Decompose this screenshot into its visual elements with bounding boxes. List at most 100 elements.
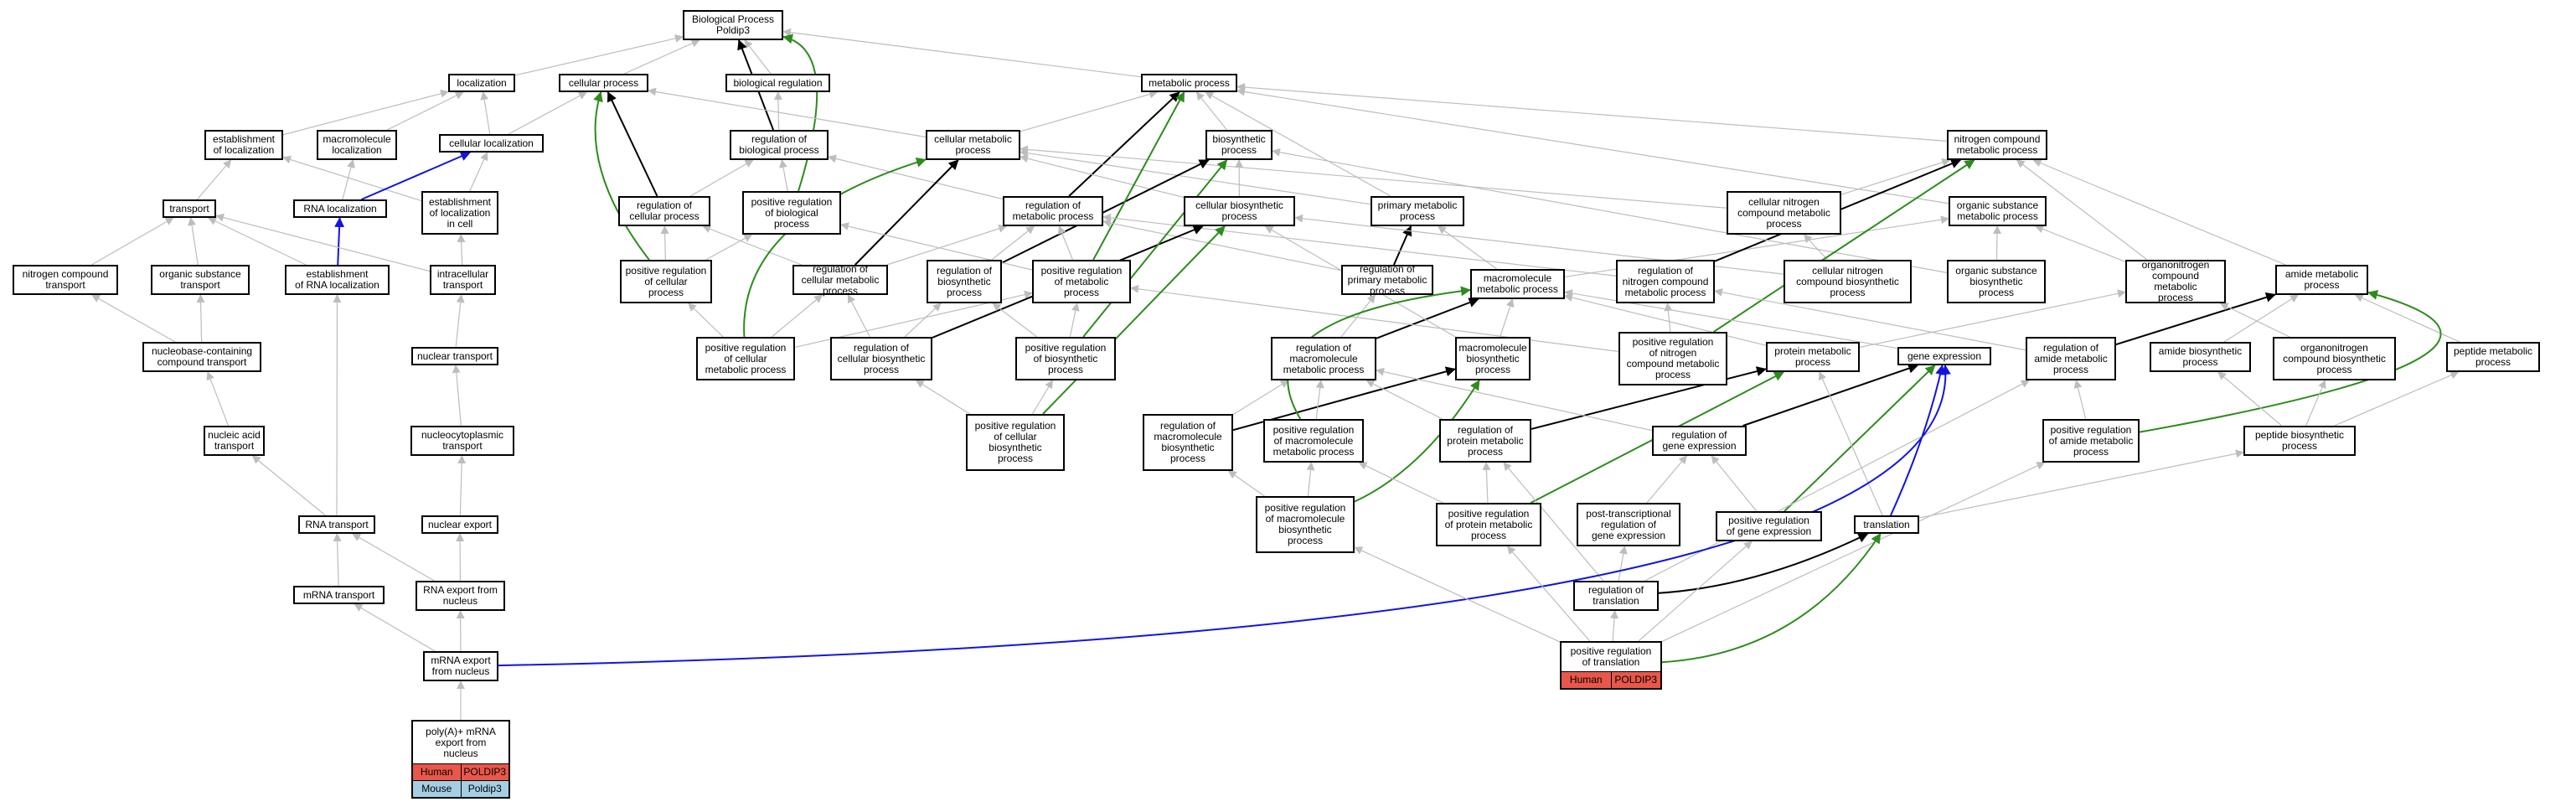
go-term-node[interactable]: establishment of localization <box>204 130 283 160</box>
go-term-node[interactable]: regulation of cellular biosynthetic proc… <box>830 337 932 380</box>
edge-default <box>2217 371 2283 427</box>
go-term-node[interactable]: Biological Process Poldip3 <box>683 10 783 40</box>
go-term-node[interactable]: nitrogen compound metabolic process <box>1947 130 2047 160</box>
go-term-node[interactable]: organonitrogen compound biosynthetic pro… <box>2273 337 2396 380</box>
edge-default <box>91 294 176 343</box>
edge-default <box>1020 90 1159 132</box>
go-term-node[interactable]: macromolecule biosynthetic process <box>1455 337 1531 380</box>
go-term-node[interactable]: nucleobase-containing compound transport <box>142 342 261 372</box>
go-term-node[interactable]: peptide biosynthetic process <box>2243 426 2356 456</box>
go-term-node[interactable]: RNA transport <box>298 515 375 534</box>
go-term-node[interactable]: positive regulation of nitrogen compound… <box>1618 332 1727 385</box>
go-term-node[interactable]: biological regulation <box>725 74 830 92</box>
edge-default <box>1803 234 1828 261</box>
go-term-node[interactable]: gene expression <box>1897 347 1991 365</box>
edge-default <box>1918 449 2244 519</box>
go-term-node[interactable]: RNA localization <box>293 199 387 218</box>
go-term-node[interactable]: establishment of localization in cell <box>421 191 498 235</box>
go-term-node[interactable]: positive regulation of cellular metaboli… <box>696 337 795 380</box>
go-term-node[interactable]: post-transcriptional regulation of gene … <box>1577 503 1680 546</box>
edge-default <box>480 91 491 135</box>
go-term-node[interactable]: regulation of biosynthetic process <box>927 260 1002 303</box>
go-term-node[interactable]: regulation of primary metabolic process <box>1341 263 1433 296</box>
go-term-node[interactable]: transport <box>163 199 216 218</box>
go-term-node[interactable]: amide metabolic process <box>2275 265 2368 295</box>
go-term-node[interactable]: positive regulation of biological proces… <box>742 191 841 235</box>
go-term-node[interactable]: nuclear export <box>421 515 498 534</box>
edge-default <box>354 603 436 652</box>
go-term-node[interactable]: organic substance biosynthetic process <box>1947 260 2046 303</box>
go-term-node[interactable]: mRNA export from nucleus <box>423 651 498 681</box>
go-term-node[interactable]: RNA export from nucleus <box>416 581 505 611</box>
go-term-node[interactable]: positive regulation of biosynthetic proc… <box>1015 337 1116 380</box>
go-term-node[interactable]: establishment of RNA localization <box>285 265 390 295</box>
go-term-node[interactable]: regulation of metabolic process <box>1003 196 1103 226</box>
go-term-node[interactable]: nuclear transport <box>411 347 498 365</box>
go-term-node[interactable]: intracellular transport <box>430 265 496 295</box>
go-term-node[interactable]: positive regulation of metabolic process <box>1032 260 1131 303</box>
go-term-node[interactable]: nucleocytoplasmic transport <box>410 426 514 456</box>
edge-default <box>688 303 724 338</box>
edge-default <box>282 155 422 202</box>
go-term-node[interactable]: positive regulation of cellular process <box>620 260 712 303</box>
go-term-node[interactable]: primary metabolic process <box>1371 196 1464 226</box>
go-term-node[interactable]: positive regulation of macromolecule bio… <box>1256 496 1355 553</box>
go-term-node[interactable]: regulation of macromolecule metabolic pr… <box>1271 337 1376 380</box>
go-term-node[interactable]: cellular nitrogen compound biosynthetic … <box>1784 260 1912 303</box>
edge-default <box>1711 455 1758 512</box>
edge-default <box>452 365 462 427</box>
go-term-node[interactable]: positive regulation of cellular biosynth… <box>966 414 1065 471</box>
go-term-node[interactable]: positive regulation of gene expression <box>1716 511 1822 541</box>
edge-green <box>1713 159 1975 333</box>
go-term-node[interactable]: metabolic process <box>1141 74 1237 92</box>
go-term-node[interactable]: amide biosynthetic process <box>2150 342 2251 372</box>
go-term-node[interactable]: positive regulation of amide metabolic p… <box>2042 419 2140 463</box>
edge-blue <box>361 151 471 200</box>
edge-default <box>648 87 927 138</box>
go-term-node[interactable]: organic substance transport <box>151 265 250 295</box>
go-term-node[interactable]: regulation of protein metabolic process <box>1439 419 1531 463</box>
go-term-node[interactable]: organic substance metabolic process <box>1949 196 2047 226</box>
go-term-node[interactable]: regulation of translation <box>1573 581 1659 611</box>
go-term-node[interactable]: biosynthetic process <box>1205 130 1273 160</box>
go-term-node[interactable]: regulation of biological process <box>730 130 829 160</box>
go-term-node[interactable]: positive regulation of macromolecule met… <box>1263 419 1364 463</box>
edge-default <box>992 303 1038 338</box>
edge-black <box>2115 292 2276 346</box>
edge-default <box>1232 380 1289 416</box>
go-term-node[interactable]: cellular localization <box>439 134 544 153</box>
go-term-node[interactable]: regulation of macromolecule biosynthetic… <box>1143 414 1233 471</box>
go-term-node[interactable]: regulation of amide metabolic process <box>2026 337 2116 380</box>
edge-default <box>1818 371 1883 516</box>
edge-default <box>1236 87 1949 204</box>
go-term-node[interactable]: regulation of gene expression <box>1652 426 1747 456</box>
go-term-node[interactable]: translation <box>1854 515 1919 534</box>
go-term-node[interactable]: cellular nitrogen compound metabolic pro… <box>1727 191 1841 235</box>
edge-default <box>206 371 230 427</box>
edge-default <box>1102 213 1617 277</box>
go-term-node[interactable]: nitrogen compound transport <box>13 265 118 295</box>
go-term-node[interactable]: macromolecule localization <box>317 130 397 160</box>
go-term-node[interactable]: regulation of cellular process <box>618 196 710 226</box>
go-term-node[interactable]: macromolecule metabolic process <box>1470 269 1565 299</box>
edge-blue <box>334 217 345 266</box>
edge-default <box>1306 462 1315 497</box>
go-term-node[interactable]: regulation of nitrogen compound metaboli… <box>1616 260 1715 303</box>
go-term-node[interactable]: protein metabolic process <box>1766 342 1860 372</box>
edge-black <box>1376 297 1479 339</box>
go-term-node[interactable]: cellular process <box>559 74 648 92</box>
go-term-node[interactable]: localization <box>448 74 515 92</box>
go-term-node[interactable]: mRNA transport <box>293 586 385 604</box>
human-annotation-tag: POLDIP3 <box>1610 672 1660 688</box>
go-term-node[interactable]: positive regulation of protein metabolic… <box>1436 503 1541 546</box>
go-term-node[interactable]: organonitrogen compound metabolic proces… <box>2125 260 2226 303</box>
go-term-node[interactable]: peptide metabolic process <box>2446 342 2540 372</box>
go-term-node[interactable]: cellular metabolic process <box>926 130 1020 160</box>
go-term-node[interactable]: cellular biosynthetic process <box>1184 196 1295 226</box>
go-term-node[interactable]: regulation of cellular metabolic process <box>792 263 888 296</box>
go-term-node[interactable]: nucleic acid transport <box>204 426 265 456</box>
edge-default <box>1020 145 1727 209</box>
